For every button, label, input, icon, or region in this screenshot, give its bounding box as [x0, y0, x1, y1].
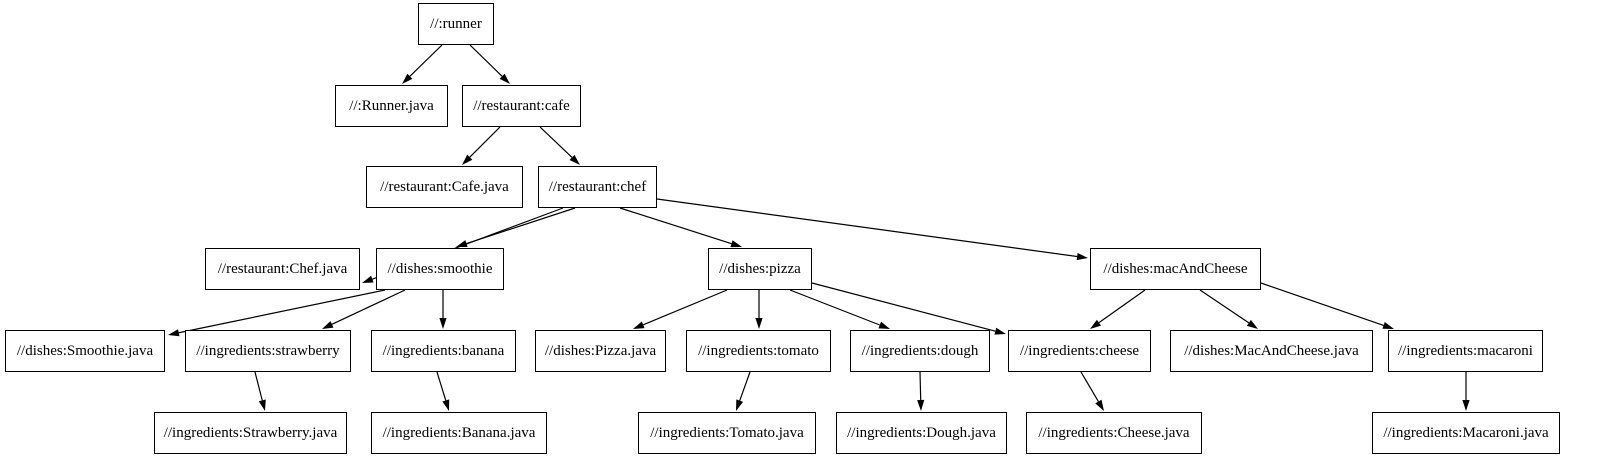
graph-node-smoothie_java[interactable]: //dishes:Smoothie.java [5, 330, 165, 372]
graph-node-label: //ingredients:Cheese.java [1038, 424, 1190, 441]
graph-node-cheese_java[interactable]: //ingredients:Cheese.java [1026, 412, 1202, 454]
graph-node-restaurant_chef[interactable]: //restaurant:chef [538, 166, 657, 208]
graph-node-label: //ingredients:strawberry [196, 342, 340, 359]
graph-edge-dishes_smoothie-to-ing_strawberry [322, 289, 406, 329]
graph-edge-restaurant_cafe-to-restaurant_chef [539, 126, 580, 165]
graph-edge-dishes_smoothie-to-ing_banana [439, 290, 447, 329]
graph-edge-dishes_pizza-to-ing_tomato [755, 290, 763, 329]
graph-edge-restaurant_chef-to-dishes_pizza [619, 207, 742, 248]
graph-node-chef_java[interactable]: //restaurant:Chef.java [205, 248, 360, 290]
graph-node-label: //ingredients:Banana.java [382, 424, 536, 441]
graph-node-label: //ingredients:Macaroni.java [1383, 424, 1549, 441]
graph-node-ing_macaroni[interactable]: //ingredients:macaroni [1388, 330, 1543, 372]
graph-node-cafe_java[interactable]: //restaurant:Cafe.java [366, 166, 523, 208]
graph-edge-dishes_pizza-to-ing_dough [789, 289, 890, 329]
graph-node-label: //ingredients:macaroni [1398, 342, 1533, 359]
graph-node-label: //dishes:MacAndCheese.java [1184, 342, 1359, 359]
graph-node-ing_tomato[interactable]: //ingredients:tomato [686, 330, 831, 372]
graph-node-label: //dishes:macAndCheese [1103, 260, 1248, 277]
graph-node-label: //restaurant:Chef.java [217, 260, 348, 277]
graph-node-label: //dishes:Smoothie.java [16, 342, 154, 359]
graph-node-pizza_java[interactable]: //dishes:Pizza.java [535, 330, 666, 372]
graph-edge-ing_tomato-to-tomato_java [736, 371, 751, 411]
graph-node-ing_cheese[interactable]: //ingredients:cheese [1008, 330, 1151, 372]
graph-node-macaroni_java[interactable]: //ingredients:Macaroni.java [1372, 412, 1560, 454]
graph-node-strawberry_java[interactable]: //ingredients:Strawberry.java [154, 412, 347, 454]
graph-edge-ing_cheese-to-cheese_java [1080, 371, 1104, 411]
graph-node-dishes_macandchee[interactable]: //dishes:macAndCheese [1090, 248, 1261, 290]
graph-edge-runner-to-restaurant_cafe [469, 44, 510, 84]
graph-node-runner_java[interactable]: //:Runner.java [335, 85, 448, 127]
graph-node-label: //ingredients:Strawberry.java [163, 424, 338, 441]
graph-edge-dishes_macandchee-to-macandcheese_java [1199, 289, 1258, 329]
graph-node-ing_banana[interactable]: //ingredients:banana [371, 330, 516, 372]
graph-node-banana_java[interactable]: //ingredients:Banana.java [371, 412, 547, 454]
graph-node-label: //ingredients:Tomato.java [650, 424, 804, 441]
graph-node-restaurant_cafe[interactable]: //restaurant:cafe [462, 85, 581, 127]
graph-node-dishes_smoothie[interactable]: //dishes:smoothie [376, 248, 504, 290]
graph-node-runner[interactable]: //:runner [418, 3, 494, 45]
graph-node-tomato_java[interactable]: //ingredients:Tomato.java [638, 412, 816, 454]
graph-node-label: //ingredients:cheese [1019, 342, 1140, 359]
graph-edge-ing_strawberry-to-strawberry_java [254, 371, 266, 411]
graph-node-label: //dishes:Pizza.java [544, 342, 657, 359]
graph-node-label: //ingredients:tomato [698, 342, 819, 359]
graph-node-label: //ingredients:Dough.java [847, 424, 996, 441]
graph-node-dough_java[interactable]: //ingredients:Dough.java [836, 412, 1007, 454]
graph-node-ing_dough[interactable]: //ingredients:dough [850, 330, 990, 372]
graph-node-label: //dishes:smoothie [387, 260, 493, 277]
graph-node-ing_strawberry[interactable]: //ingredients:strawberry [185, 330, 351, 372]
graph-node-label: //ingredients:banana [382, 342, 505, 359]
graph-edge-ing_banana-to-banana_java [436, 371, 450, 411]
graph-node-label: //:Runner.java [349, 97, 434, 114]
graph-node-dishes_pizza[interactable]: //dishes:pizza [708, 248, 812, 290]
graph-node-label: //:runner [430, 15, 482, 32]
graph-edge-runner-to-runner_java [402, 44, 443, 84]
graph-node-label: //dishes:pizza [719, 260, 801, 277]
graph-node-label: //ingredients:dough [861, 342, 979, 359]
graph-node-label: //restaurant:Cafe.java [380, 178, 509, 195]
graph-edge-dishes_pizza-to-pizza_java [633, 289, 728, 329]
graph-node-macandcheese_java[interactable]: //dishes:MacAndCheese.java [1170, 330, 1373, 372]
graph-node-label: //restaurant:chef [548, 178, 647, 195]
graph-edge-restaurant_chef-to-dishes_smoothie [456, 207, 576, 247]
graph-edge-dishes_pizza-to-ing_cheese [811, 282, 1006, 335]
graph-edge-ing_macaroni-to-macaroni_java [1462, 372, 1470, 411]
graph-edge-restaurant_cafe-to-cafe_java [462, 126, 501, 165]
graph-edge-ing_dough-to-dough_java [917, 371, 925, 411]
graph-node-label: //restaurant:cafe [473, 97, 570, 114]
graph-edge-dishes_macandchee-to-ing_cheese [1090, 289, 1146, 329]
graph-edge-dishes_macandchee-to-ing_macaroni [1260, 282, 1394, 329]
